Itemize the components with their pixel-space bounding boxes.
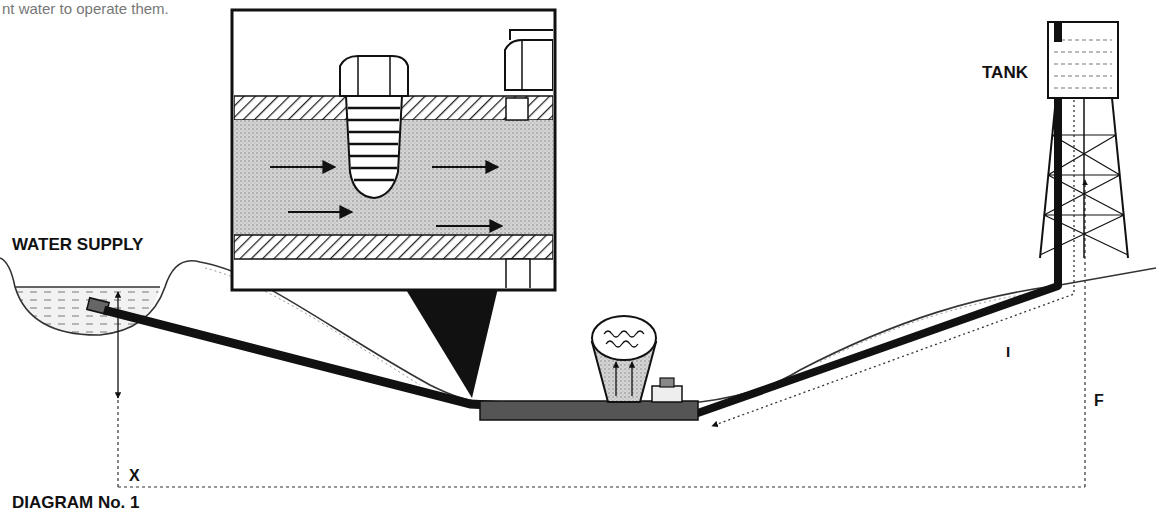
- ram-body: [480, 401, 698, 420]
- flow-dotted-line: [712, 100, 1074, 426]
- dimension-line: [117, 400, 118, 487]
- chamber-flow-arrow: [615, 362, 616, 396]
- chamber-flow-arrow: [631, 362, 632, 396]
- air-squiggles: [604, 331, 644, 347]
- tank-water-lines: [1054, 40, 1112, 88]
- waste-valve: [652, 386, 682, 402]
- inset-pointer: [405, 288, 498, 398]
- water-supply-pond: [15, 287, 160, 335]
- diagram-caption: DIAGRAM No. 1: [12, 494, 140, 513]
- inset-frame: [232, 10, 555, 290]
- cut-off-text: nt water to operate them.: [2, 1, 169, 18]
- waste-valve-cap: [660, 378, 674, 387]
- dimension-line: [118, 486, 1085, 487]
- drive-pipe: [104, 310, 590, 410]
- tower-bracing: [1040, 135, 1128, 255]
- delivery-pipe-top: [1054, 22, 1062, 42]
- water-surface: [15, 286, 160, 288]
- supply-head-arrow: [117, 292, 118, 398]
- dimension-letter: F: [1094, 392, 1104, 410]
- delivery-pipe: [695, 32, 1092, 414]
- place-label: WATER SUPPLY: [12, 236, 143, 255]
- air-dome: [592, 316, 656, 360]
- dimension-letter: I: [1006, 344, 1010, 361]
- place-label: TANK: [982, 64, 1028, 83]
- inset-detail: [234, 30, 553, 288]
- dimension-letter: X: [127, 467, 142, 485]
- water-tank: [1048, 22, 1118, 98]
